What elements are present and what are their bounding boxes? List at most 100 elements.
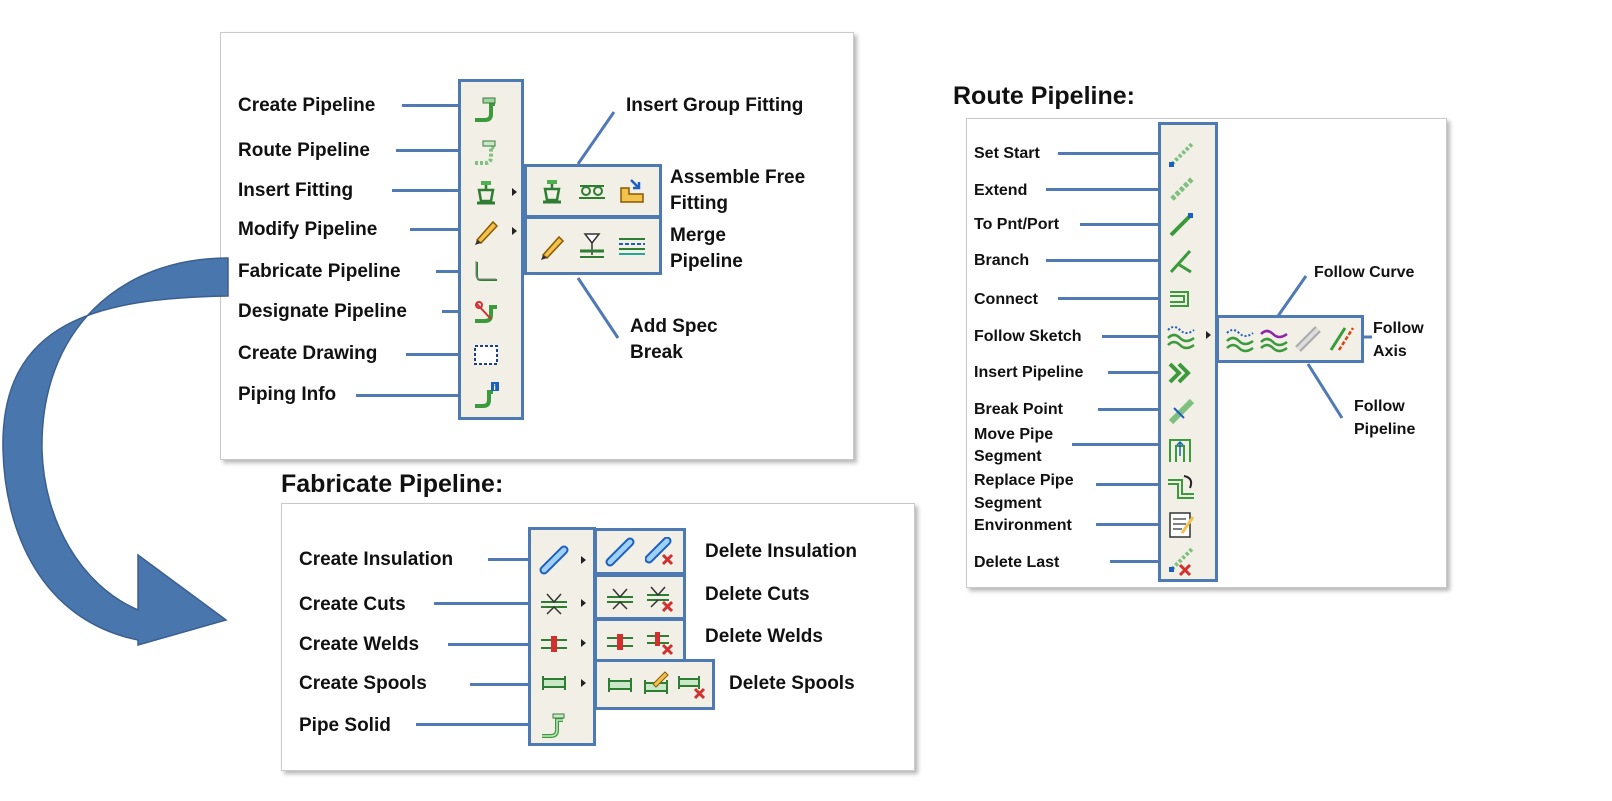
label-create-pipeline: Create Pipeline [238, 95, 376, 116]
replace-pipe-segment-button[interactable] [1166, 472, 1196, 502]
extend-button[interactable] [1166, 175, 1196, 205]
piping-info-button[interactable]: i [471, 380, 501, 410]
delete-last-button[interactable] [1166, 547, 1196, 577]
create-cuts-button[interactable] [539, 588, 569, 618]
connect-button[interactable] [1166, 284, 1196, 314]
welds-icon [607, 634, 633, 650]
create-cuts-sub-button[interactable] [605, 583, 635, 613]
delete-spools-button[interactable] [677, 670, 707, 700]
follow-axis-button[interactable] [1327, 324, 1357, 354]
add-spec-break-button[interactable] [617, 231, 647, 261]
spools-icon [542, 676, 566, 690]
create-insulation-button[interactable] [539, 545, 569, 575]
delete-cuts-button[interactable] [645, 583, 675, 613]
set-start-icon [1169, 142, 1194, 167]
callout-assemble-free-fitting-line1: Assemble Free [670, 167, 806, 188]
break-point-button[interactable] [1166, 396, 1196, 426]
leader-replace-pipe-segment [1096, 483, 1160, 486]
to-pnt-port-button[interactable] [1166, 210, 1196, 240]
callout-delete-spools: Delete Spools [729, 673, 855, 694]
follow-sketch-icon [1167, 326, 1195, 350]
callout-follow-axis-line2: Axis [1373, 343, 1407, 360]
create-insulation-submenu-arrow[interactable] [581, 556, 586, 564]
create-drawing-icon [474, 345, 498, 365]
leader-insert-fitting [392, 189, 460, 192]
label-delete-last: Delete Last [974, 554, 1060, 571]
leader-fabricate-pipeline [436, 270, 460, 273]
label-to-pnt-port: To Pnt/Port [974, 216, 1060, 233]
create-cuts-submenu-arrow[interactable] [581, 599, 586, 607]
fabricate-pipeline-heading: Fabricate Pipeline: [281, 470, 504, 498]
insert-fitting-sub-button[interactable] [537, 176, 567, 206]
create-spools-submenu-arrow[interactable] [581, 679, 586, 687]
svg-text:i: i [494, 383, 496, 392]
route-pipeline-button[interactable] [471, 137, 501, 167]
create-spools-button[interactable] [539, 668, 569, 698]
insert-fitting-submenu-arrow[interactable] [512, 188, 517, 196]
callout-follow-pipeline-line1: Follow [1354, 398, 1405, 415]
fabricate-flow-arrow [2, 257, 229, 646]
move-pipe-segment-icon [1169, 439, 1191, 462]
create-drawing-button[interactable] [471, 340, 501, 370]
delete-insulation-button[interactable] [645, 537, 675, 567]
delete-last-icon [1169, 547, 1194, 577]
create-spools-sub-button[interactable] [605, 670, 635, 700]
merge-pipeline-icon [580, 233, 604, 258]
follow-pipeline-button[interactable] [1293, 324, 1323, 354]
designate-pipeline-icon [475, 301, 497, 323]
move-pipe-segment-button[interactable] [1166, 434, 1196, 464]
create-pipeline-button[interactable] [471, 94, 501, 124]
create-welds-sub-button[interactable] [605, 626, 635, 656]
cuts-icon [541, 593, 567, 615]
extend-icon [1170, 177, 1194, 201]
insert-fitting-button[interactable] [471, 177, 501, 207]
create-welds-submenu-arrow[interactable] [581, 639, 586, 647]
leader-modify-pipeline [410, 228, 460, 231]
leader-piping-info [356, 394, 460, 397]
cuts-submenu [594, 574, 686, 620]
follow-sketch-button[interactable] [1166, 321, 1196, 351]
follow-curve-button[interactable] [1259, 324, 1289, 354]
create-insulation-sub-button[interactable] [605, 537, 635, 567]
follow-curve-icon [1260, 329, 1288, 353]
route-vertical-toolbar [1158, 122, 1218, 582]
leader-create-welds [448, 643, 530, 646]
modify-pipeline-submenu-arrow[interactable] [512, 227, 517, 235]
to-point-port-icon [1169, 213, 1193, 237]
environment-button[interactable] [1166, 509, 1196, 539]
assemble-free-fitting-button[interactable] [617, 176, 647, 206]
follow-pipeline-icon [1295, 326, 1321, 352]
insert-pipeline-button[interactable] [1166, 358, 1196, 388]
modify-pipeline-button[interactable] [471, 216, 501, 246]
designate-pipeline-button[interactable] [471, 297, 501, 327]
label-set-start: Set Start [974, 145, 1040, 162]
modify-spool-button[interactable] [641, 670, 671, 700]
callout-delete-welds: Delete Welds [705, 626, 823, 647]
set-start-button[interactable] [1166, 140, 1196, 170]
label-replace-pipe-segment-line1: Replace Pipe [974, 472, 1074, 489]
insert-group-fitting-button[interactable] [577, 176, 607, 206]
modify-pipeline-sub-button[interactable] [537, 231, 567, 261]
callout-insert-group-fitting: Insert Group Fitting [626, 95, 804, 116]
label-pipe-solid: Pipe Solid [299, 715, 391, 736]
label-replace-pipe-segment-line2: Segment [974, 495, 1042, 512]
callout-add-spec-break-line1: Add Spec [630, 316, 718, 337]
pipe-solid-button[interactable] [539, 710, 569, 740]
label-create-drawing: Create Drawing [238, 343, 378, 364]
delete-welds-button[interactable] [645, 626, 675, 656]
fabricate-pipeline-button[interactable] [471, 258, 501, 288]
callout-merge-pipeline-line1: Merge [670, 225, 726, 246]
follow-sketch-submenu-arrow[interactable] [1206, 331, 1211, 339]
insert-fitting-icon [477, 181, 495, 205]
leader-designate-pipeline [442, 310, 460, 313]
branch-button[interactable] [1166, 246, 1196, 276]
leader-extend [1046, 188, 1160, 191]
pipe-solid-icon [542, 713, 565, 738]
follow-sketch-sub-button[interactable] [1225, 324, 1255, 354]
leader-environment [1096, 523, 1160, 526]
insert-fitting-icon [543, 180, 561, 204]
create-welds-button[interactable] [539, 628, 569, 658]
merge-pipeline-button[interactable] [577, 231, 607, 261]
delete-cuts-icon [647, 586, 674, 613]
insert-fitting-submenu [524, 164, 662, 218]
